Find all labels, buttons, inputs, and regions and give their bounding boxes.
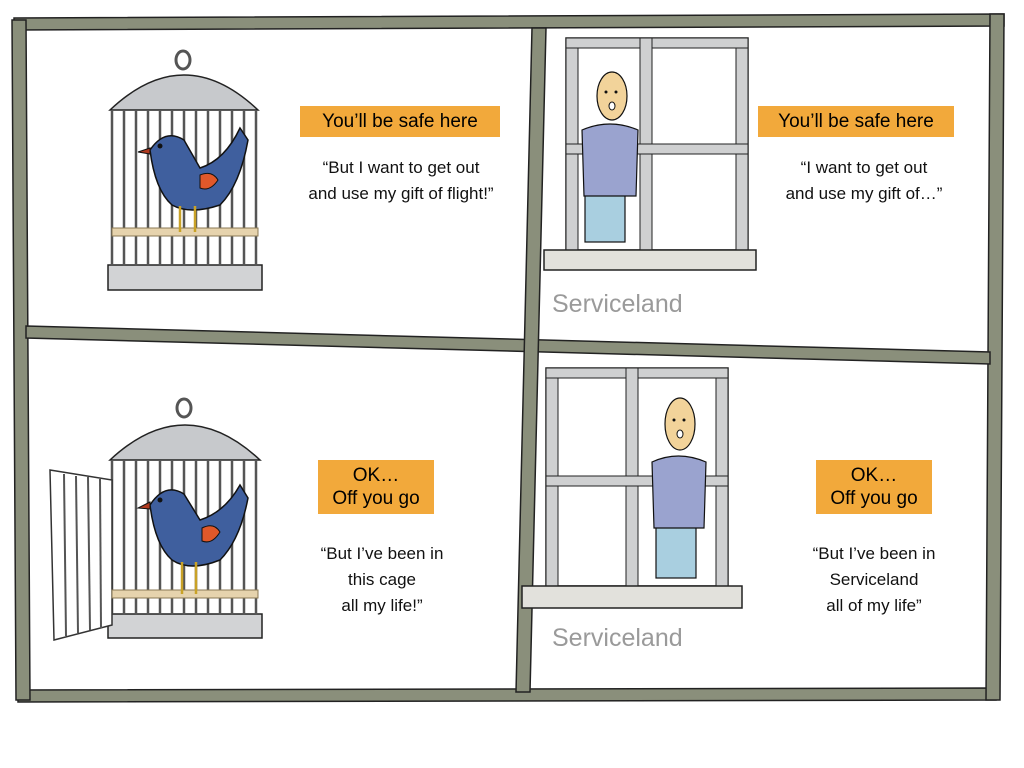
quote-line: and use my gift of…” bbox=[785, 184, 943, 203]
man-figure bbox=[651, 397, 707, 579]
quote-line: Serviceland bbox=[829, 570, 919, 589]
badge-line: Off you go bbox=[332, 488, 420, 509]
badge-line: You’ll be safe here bbox=[322, 111, 478, 132]
cage-hook-icon bbox=[174, 49, 192, 71]
panel-4-badge: OK… Off you go bbox=[816, 460, 932, 514]
panel-2-badge: You’ll be safe here bbox=[758, 106, 954, 137]
badge-line: OK… bbox=[352, 465, 400, 486]
frame-bars bbox=[11, 13, 1005, 703]
bird-icon bbox=[137, 126, 249, 232]
panel-3-badge: OK… Off you go bbox=[318, 460, 434, 514]
panel-4-quote: “But I’ve been in Serviceland all of my … bbox=[784, 541, 964, 619]
serviceland-caption: Serviceland bbox=[552, 624, 683, 652]
panel-4-window bbox=[521, 367, 743, 609]
serviceland-caption: Serviceland bbox=[552, 290, 683, 318]
quote-line: “I want to get out bbox=[800, 158, 928, 177]
badge-line: OK… bbox=[850, 465, 898, 486]
quote-line: all of my life” bbox=[826, 596, 922, 615]
panel-2-quote: “I want to get out and use my gift of…” bbox=[754, 155, 974, 207]
window-frame bbox=[565, 37, 749, 251]
quote-line: this cage bbox=[347, 570, 417, 589]
panel-1-badge: You’ll be safe here bbox=[300, 106, 500, 137]
bird-icon bbox=[136, 483, 249, 594]
quote-line: “But I’ve been in bbox=[812, 544, 936, 563]
window-frame bbox=[545, 367, 729, 587]
man-figure bbox=[581, 71, 639, 243]
quote-line: and use my gift of flight!” bbox=[308, 184, 494, 203]
quote-line: “But I want to get out bbox=[322, 158, 480, 177]
panel-3-quote: “But I’ve been in this cage all my life!… bbox=[292, 541, 472, 619]
cage-hook-icon bbox=[175, 397, 193, 419]
quote-line: “But I’ve been in bbox=[320, 544, 444, 563]
badge-line: You’ll be safe here bbox=[778, 111, 934, 132]
panel-3-cage bbox=[49, 397, 263, 641]
panel-1-quote: “But I want to get out and use my gift o… bbox=[276, 155, 526, 207]
open-cage-door bbox=[49, 469, 113, 641]
quote-line: all my life!” bbox=[341, 596, 423, 615]
badge-line: Off you go bbox=[830, 488, 918, 509]
panel-1-cage bbox=[107, 49, 263, 291]
panel-2-window bbox=[543, 37, 757, 271]
